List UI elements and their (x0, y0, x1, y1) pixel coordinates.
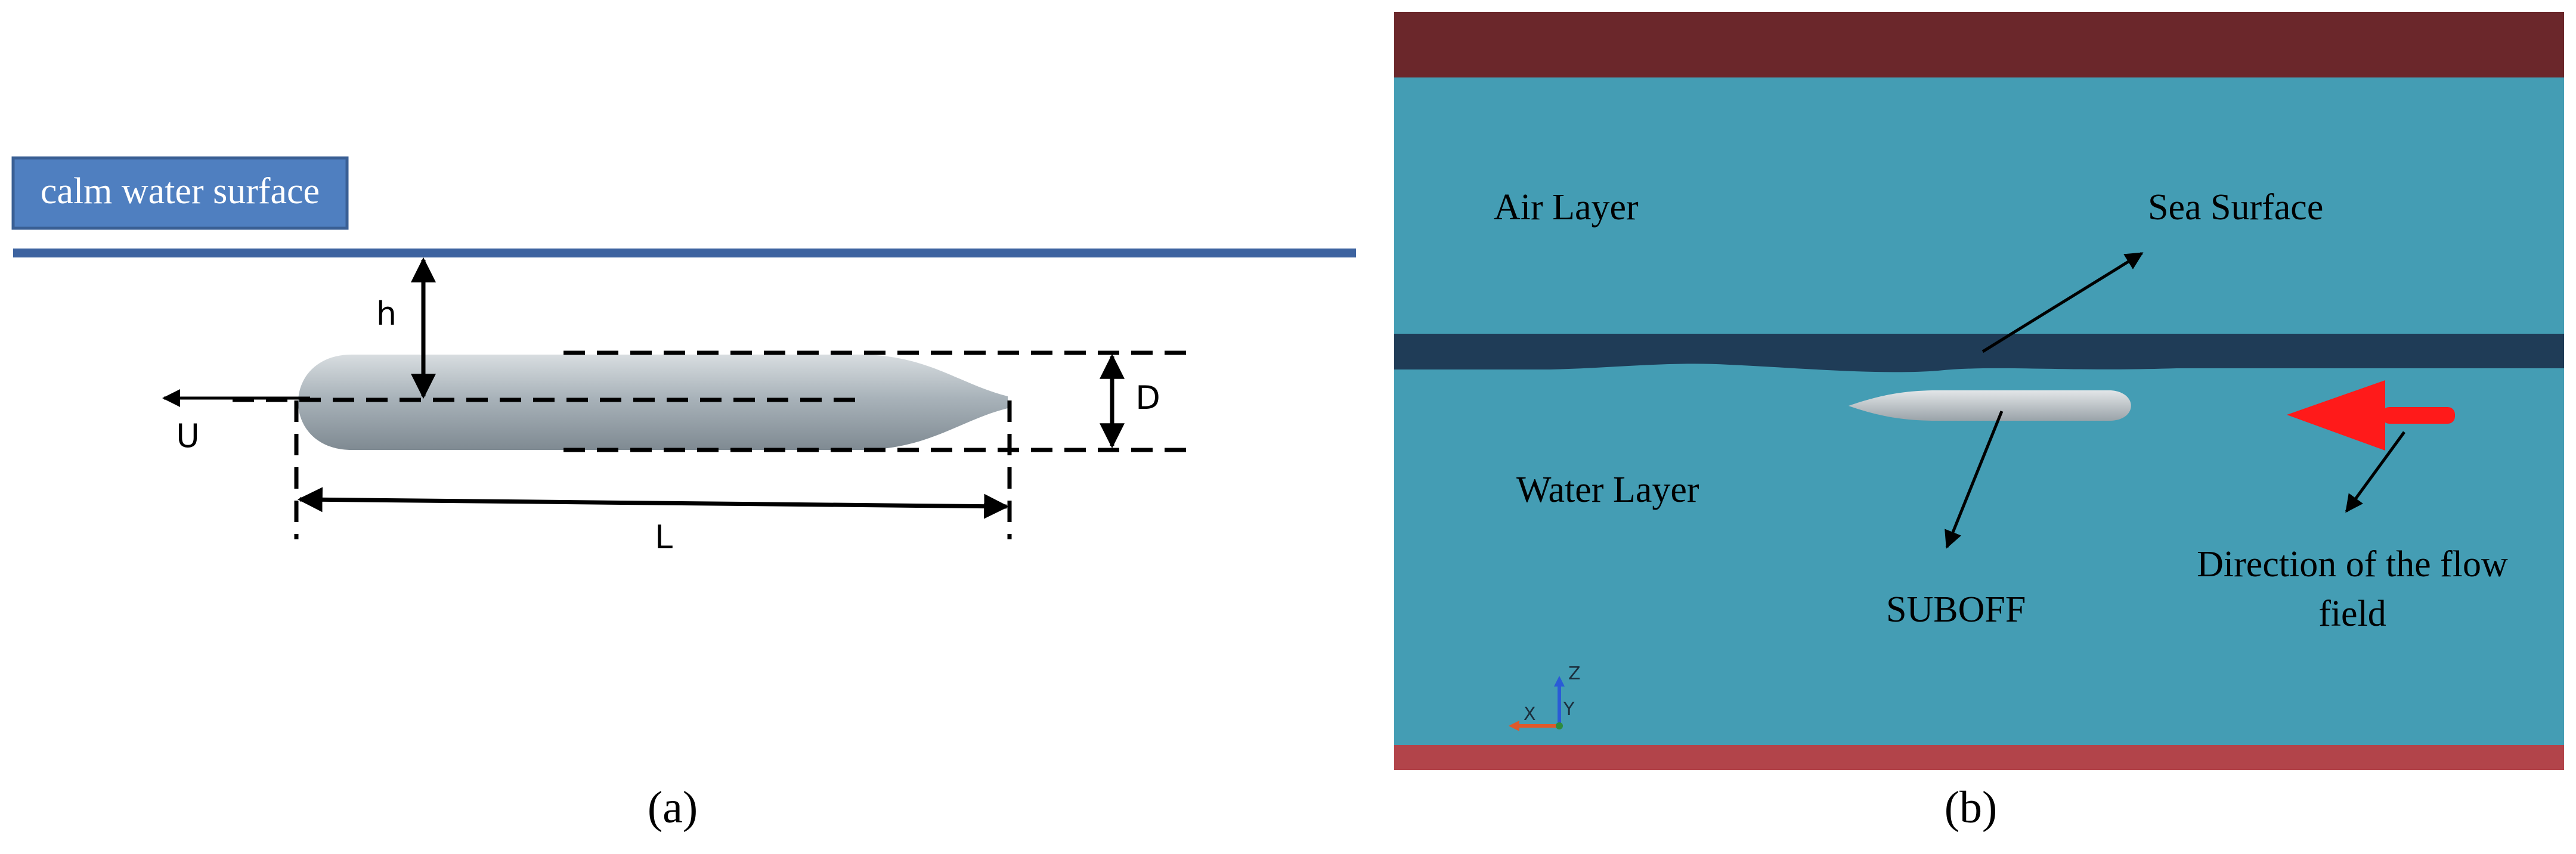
flow-direction-label-line2: field (2318, 594, 2386, 634)
axis-y-label: Y (1563, 699, 1575, 720)
caption-a: (a) (648, 782, 698, 833)
surface-label-box (11, 156, 349, 230)
flow-direction-label-line1: Direction of the flow (2197, 544, 2508, 585)
symbol-h: h (376, 295, 397, 333)
axis-x-label: X (1524, 704, 1536, 725)
symbol-u: U (176, 417, 200, 455)
symbol-l: L (655, 518, 673, 556)
length-arrow-l (297, 487, 1010, 519)
sea-surface-pointer (1981, 251, 2144, 353)
x-axis-tip (1509, 721, 1519, 731)
z-axis-tip (1554, 676, 1565, 687)
flow-label-pointer (2345, 431, 2406, 513)
length-extension-lines (294, 400, 1012, 539)
air-layer-label: Air Layer (1494, 187, 1639, 228)
flow-direction-arrow (2287, 380, 2455, 451)
sea-surface-band (1394, 334, 2564, 372)
axis-z-label: Z (1568, 663, 1581, 684)
axis-triad: Z Y X (1509, 663, 1581, 731)
bottom-boundary-band (1394, 745, 2564, 770)
sea-surface-label: Sea Surface (2148, 187, 2323, 228)
hull-bounding-dashes (564, 350, 1193, 452)
suboff-model (1849, 390, 2131, 421)
surface-label: calm water surface (41, 171, 320, 212)
water-layer-label: Water Layer (1516, 470, 1699, 510)
submarine-hull (298, 355, 1008, 450)
water-surface-line (13, 249, 1356, 257)
suboff-label: SUBOFF (1886, 589, 2026, 630)
symbol-d: D (1135, 379, 1160, 417)
y-axis-dot (1556, 722, 1563, 729)
caption-b: (b) (1945, 782, 1998, 833)
panel-a: calm water surface U h D L (a) (11, 156, 1356, 833)
suboff-pointer (1945, 411, 2004, 549)
panel-b: Air Layer Sea Surface Water Layer SUBOFF… (1394, 12, 2564, 833)
top-boundary-band (1394, 12, 2564, 77)
